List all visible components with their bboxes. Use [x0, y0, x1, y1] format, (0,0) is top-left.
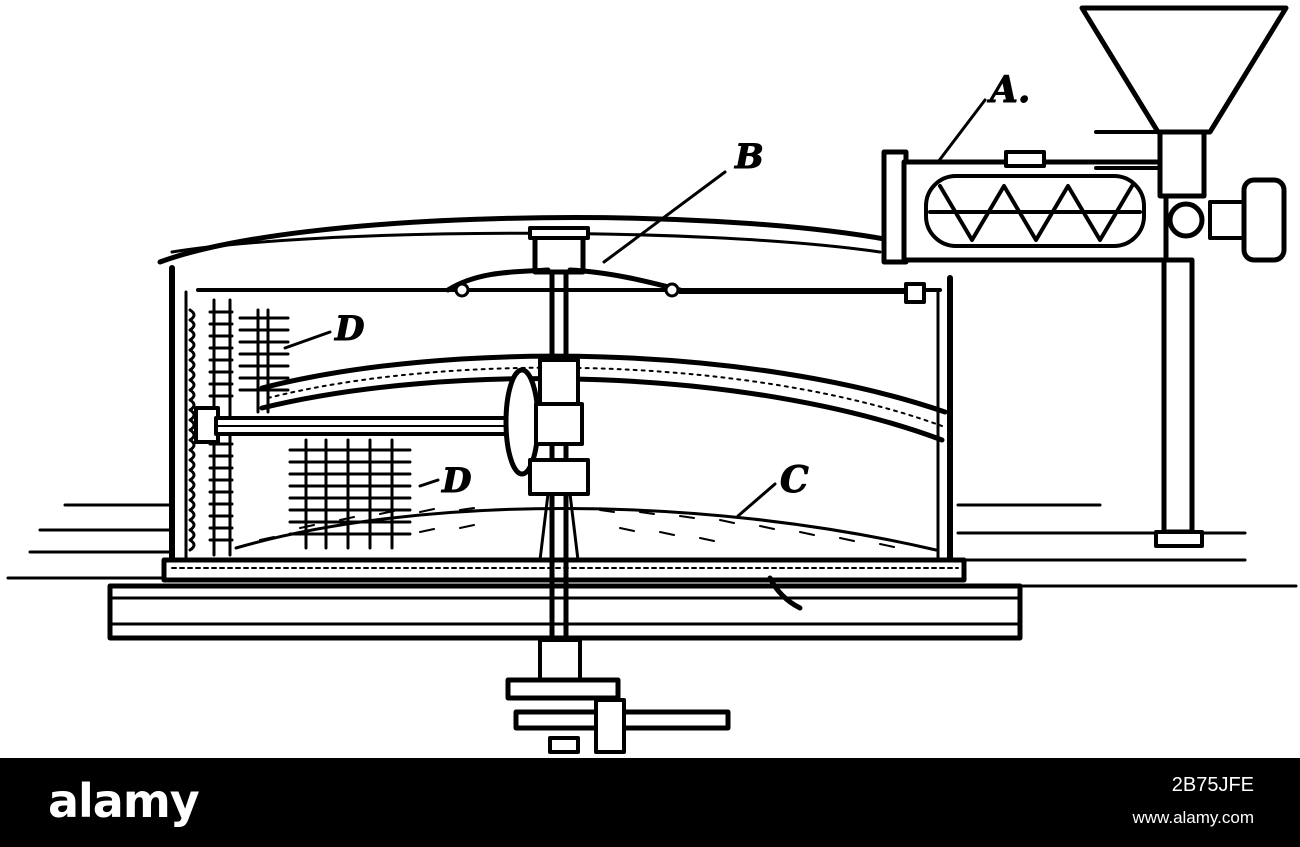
upper-rake	[238, 308, 290, 414]
curved-arm	[259, 353, 948, 443]
label-c: C	[780, 459, 809, 501]
callouts	[283, 98, 987, 518]
site-url: www.alamy.com	[1132, 808, 1254, 827]
stock-footer-bar: alamy 2B75JFE www.alamy.com	[0, 758, 1300, 847]
ground-lines	[6, 503, 1298, 588]
bottom-drive	[505, 575, 803, 754]
lower-rake	[288, 438, 412, 550]
label-b: B	[734, 137, 764, 177]
support-column	[1154, 257, 1204, 548]
screw-conveyor	[881, 149, 1287, 265]
grain-bed	[234, 507, 938, 552]
label-d-upper: D	[334, 309, 365, 349]
image-id: 2B75JFE	[1171, 774, 1254, 796]
horizontal-shaft	[194, 406, 518, 444]
central-shaft	[503, 226, 590, 693]
hopper	[1079, 5, 1289, 199]
machine-engraving: A. B C D D	[6, 5, 1298, 754]
alamy-logo: alamy	[48, 774, 200, 828]
label-a: A.	[987, 69, 1030, 111]
crank-arm	[445, 267, 926, 304]
label-d-lower: D	[441, 461, 472, 501]
